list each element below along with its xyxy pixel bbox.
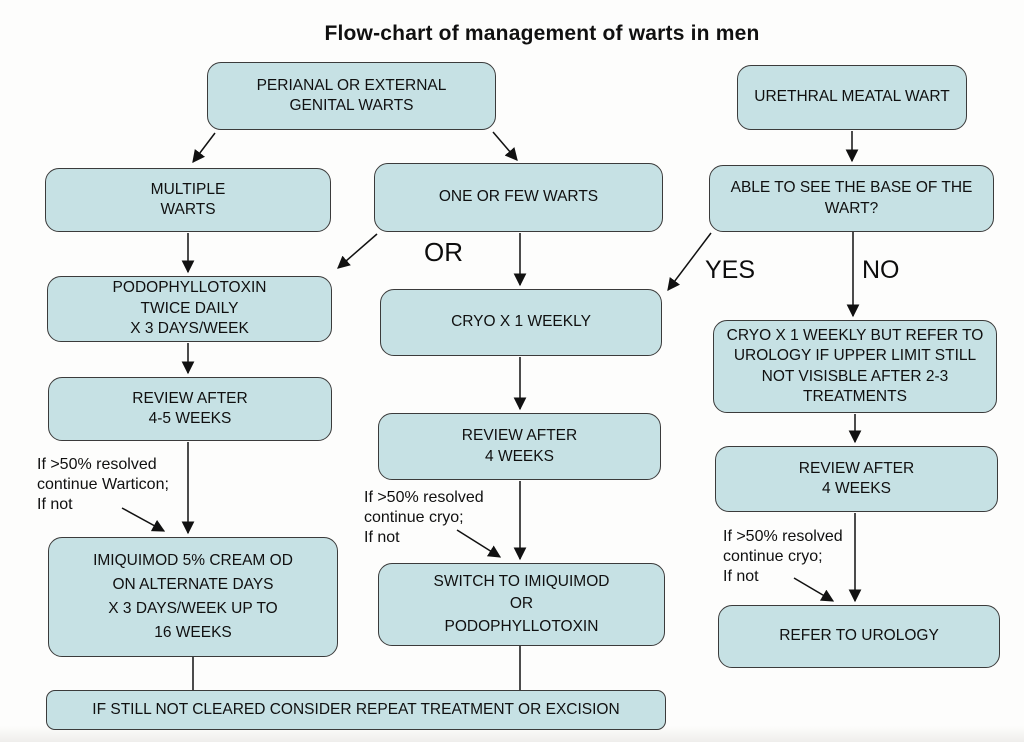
arrow-perianal-to-onefew	[492, 131, 518, 161]
node-one-or-few-warts: ONE OR FEW WARTS	[374, 163, 663, 232]
node-cryo-x1-weekly: CRYO X 1 WEEKLY	[380, 289, 662, 356]
node-urethral-meatal-wart: URETHRAL MEATAL WART	[737, 65, 967, 130]
node-review-4-5-weeks: REVIEW AFTER 4-5 WEEKS	[48, 377, 332, 441]
arrow-base-yes-to-cryo	[667, 232, 712, 292]
node-refer-to-urology: REFER TO UROLOGY	[718, 605, 1000, 668]
edge-label-or: OR	[424, 237, 463, 267]
arrow-note-cryomid-to-switch	[456, 529, 502, 558]
arrow-onefew-or-to-podo	[337, 233, 378, 269]
page-bottom-edge	[0, 726, 1024, 742]
node-imiquimod-cream: IMIQUIMOD 5% CREAM OD ON ALTERNATE DAYS …	[48, 537, 338, 657]
arrow-note-warticon-to-imiquimod	[121, 507, 166, 532]
node-if-still-not-cleared: IF STILL NOT CLEARED CONSIDER REPEAT TRE…	[46, 690, 666, 730]
note-continue-warticon: If >50% resolved continue Warticon; If n…	[37, 456, 169, 513]
node-review-4-weeks-right: REVIEW AFTER 4 WEEKS	[715, 446, 998, 512]
edge-label-yes: YES	[705, 256, 756, 284]
node-podophyllotoxin: PODOPHYLLOTOXIN TWICE DAILY X 3 DAYS/WEE…	[47, 276, 332, 342]
edge-label-no: NO	[862, 256, 900, 284]
node-perianal-external-genital-warts: PERIANAL OR EXTERNAL GENITAL WARTS	[207, 62, 496, 130]
node-multiple-warts: MULTIPLE WARTS	[45, 168, 331, 232]
node-able-to-see-base: ABLE TO SEE THE BASE OF THE WART?	[709, 165, 994, 232]
arrow-perianal-to-multiple	[192, 132, 216, 164]
node-cryo-weekly-refer-urology: CRYO X 1 WEEKLY BUT REFER TO UROLOGY IF …	[713, 320, 997, 413]
note-continue-cryo-right: If >50% resolved continue cryo; If not	[723, 528, 843, 585]
node-review-4-weeks-middle: REVIEW AFTER 4 WEEKS	[378, 413, 661, 480]
page-title: Flow-chart of management of warts in men	[324, 22, 760, 45]
node-switch-imiquimod-podophyllotoxin: SWITCH TO IMIQUIMOD OR PODOPHYLLOTOXIN	[378, 563, 665, 646]
note-continue-cryo-middle: If >50% resolved continue cryo; If not	[364, 489, 484, 546]
arrow-note-cryoright-to-refer	[793, 577, 835, 602]
